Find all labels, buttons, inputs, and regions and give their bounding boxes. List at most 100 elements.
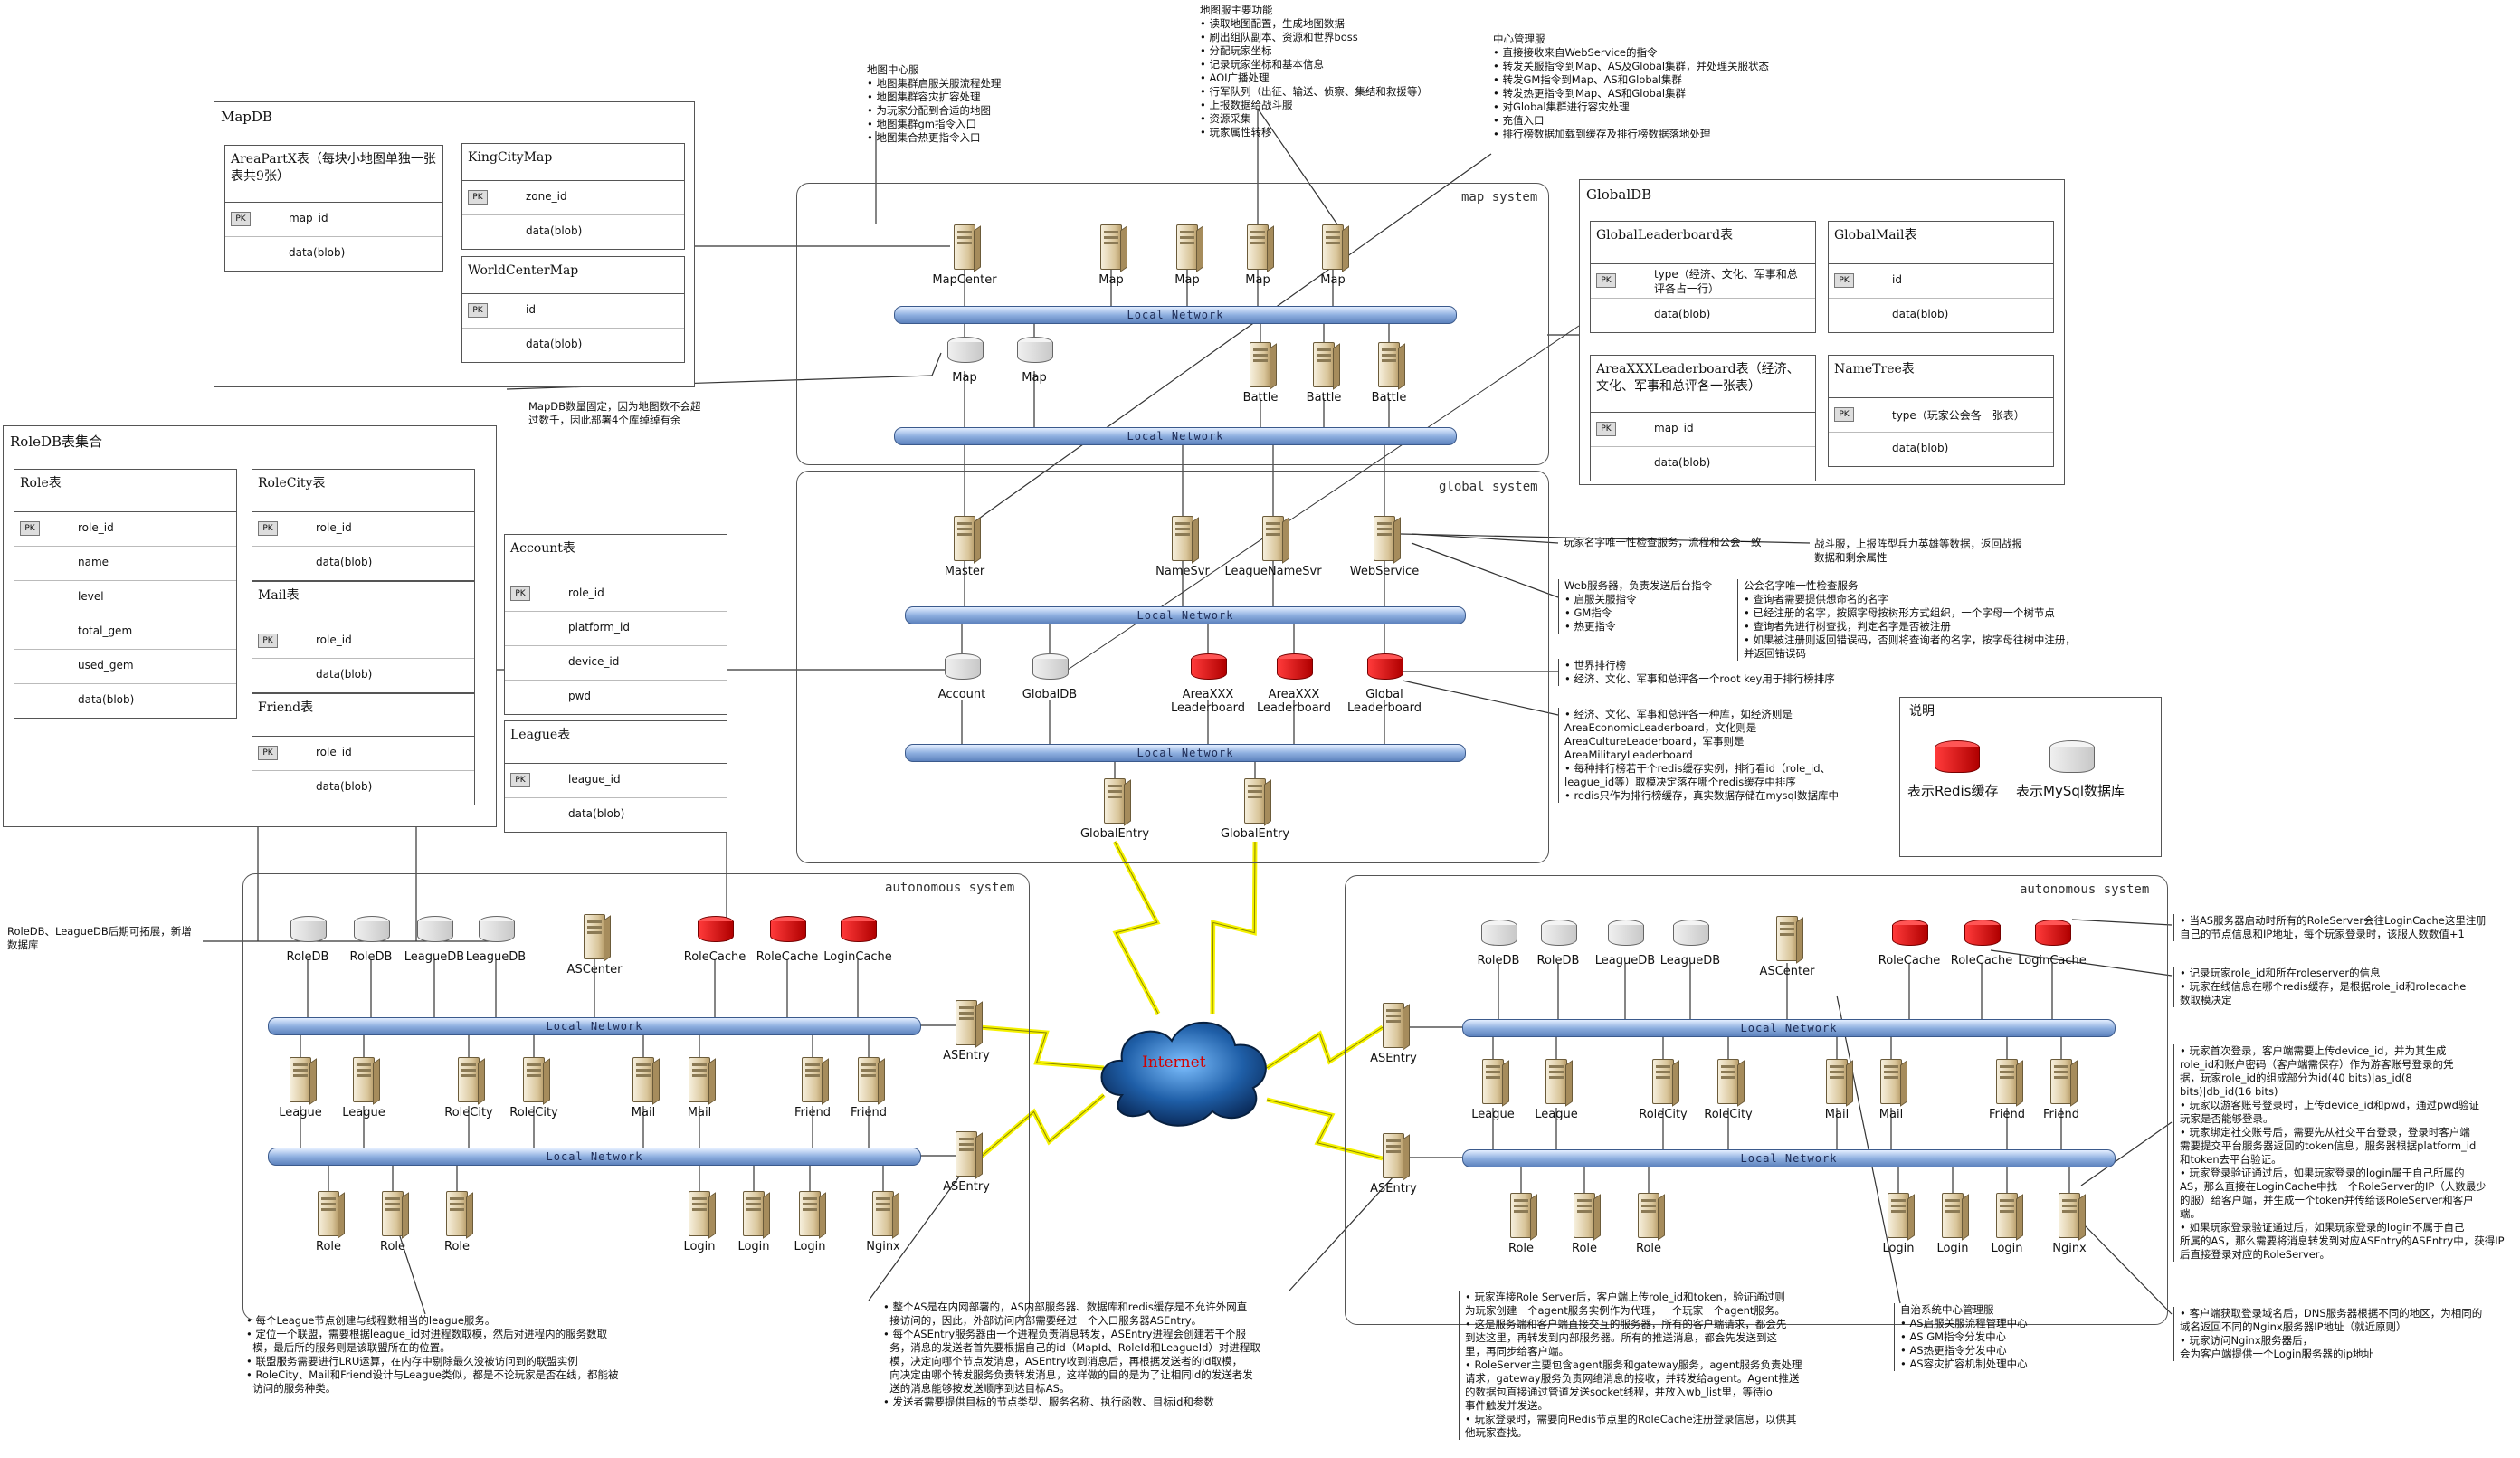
- internet-label: Internet: [1142, 1053, 1206, 1072]
- leaguenamesvr-server-icon: [1262, 516, 1284, 561]
- friend-table-name: Friend表: [252, 694, 474, 737]
- areapartx-table-name: AreaPartX表（每块小地图单独一张表共9张）: [225, 146, 442, 203]
- cache-left-label: LoginCache: [823, 950, 892, 964]
- primary-key-icon: PK: [1596, 422, 1616, 436]
- note-leaguename: 公会名字唯一性检查服务 • 查询者需要提供想命名的名字 • 已经注册的名字，按照…: [1737, 579, 2076, 661]
- globalmail-field-name: data(blob): [1892, 308, 1949, 320]
- bottom-left-server-icon: [318, 1191, 339, 1236]
- connector-line: [931, 352, 942, 376]
- connector-line: [1990, 949, 2173, 977]
- db-body: [2035, 925, 2071, 946]
- asentry-right-top-server-icon: [1383, 1003, 1404, 1048]
- note-mapdb: MapDB数量固定，因为地图数不会超 过数千，因此部署4个库绰绰有余: [528, 400, 701, 426]
- globalleaderboard-field-name: data(blob): [1654, 308, 1711, 320]
- account-field-name: pwd: [568, 690, 592, 702]
- ascenter-left-server-icon: [584, 914, 605, 959]
- worldcentermap-field-name: data(blob): [526, 338, 583, 350]
- bottom-left-server-icon: [799, 1191, 821, 1236]
- asentry-right-top-label: ASEntry: [1370, 1052, 1417, 1065]
- mid-left-server-icon: [858, 1057, 880, 1102]
- globalentry-label: GlobalEntry: [1220, 827, 1290, 841]
- legend-redis-label: 表示Redis缓存: [1907, 783, 1999, 799]
- worldcentermap-table-name: WorldCenterMap: [462, 257, 684, 294]
- db-body: [1367, 659, 1403, 680]
- bottom-left-label: Role: [379, 1240, 406, 1253]
- primary-key-icon: PK: [258, 521, 278, 536]
- kingcitymap-field-name: zone_id: [526, 190, 567, 203]
- legend-redis-icon: [1935, 740, 1980, 775]
- note-namesvr: 玩家名字唯一性检查服务，流程和公会一致: [1564, 536, 1762, 548]
- primary-key-icon: PK: [1834, 407, 1854, 422]
- primary-key-icon: PK: [231, 212, 251, 226]
- league-field-row: data(blob): [505, 798, 727, 832]
- note-leaderboard1: • 世界排行榜 • 经济、文化、军事和总评各一个root key用于排行榜排序: [1558, 659, 1835, 686]
- role-field-name: used_gem: [78, 659, 134, 672]
- cache-left-db-icon: [770, 916, 806, 943]
- leaguenamesvr-label: LeagueNameSvr: [1224, 565, 1322, 578]
- mid-left-server-icon: [632, 1057, 654, 1102]
- local-network-bar: Local Network: [894, 427, 1457, 445]
- role-field-name: role_id: [78, 521, 114, 534]
- note-mapcenter: 地图中心服 • 地图集群启服关服流程处理 • 地图集群容灾扩容处理 • 为玩家分…: [867, 63, 1002, 144]
- globalmail-field-row: data(blob): [1829, 299, 2053, 332]
- db-body: [354, 921, 390, 942]
- friend-field-name: role_id: [316, 746, 352, 758]
- role-field-row: total_gem: [14, 615, 236, 650]
- mid-right-server-icon: [1880, 1059, 1902, 1104]
- map-system-region: [796, 183, 1549, 465]
- webservice-label: WebService: [1349, 565, 1420, 578]
- connector-line: [1257, 108, 1338, 225]
- map-db-label: Map: [1022, 371, 1047, 385]
- league-field-name: league_id: [568, 773, 621, 786]
- global-system-region: [796, 471, 1549, 863]
- note-logincache: • 当AS服务器启动时所有的RoleServer会往LoginCache这里注册…: [2173, 914, 2487, 941]
- mapcenter-server-icon: [954, 224, 975, 270]
- primary-key-icon: PK: [1596, 273, 1616, 288]
- map-db-label: Map: [952, 371, 977, 385]
- globaldb-title: GlobalDB: [1586, 186, 1652, 203]
- bottom-right-server-icon: [1996, 1193, 2018, 1238]
- connector-line: [1402, 680, 1559, 716]
- globaldb-label: GlobalDB: [1022, 688, 1078, 701]
- auto-db-left-db-icon: [290, 916, 327, 943]
- mid-left-label: Mail: [631, 1106, 656, 1120]
- leaderboard-label: AreaXXX Leaderboard: [1170, 688, 1246, 715]
- map-db-db-icon: [1017, 337, 1053, 364]
- globalleaderboard-field-row: data(blob): [1591, 299, 1815, 332]
- primary-key-icon: PK: [510, 586, 530, 601]
- role-field-row: data(blob): [14, 684, 236, 718]
- autonomous-system-left-title: autonomous system: [885, 881, 1015, 895]
- globalleaderboard-field-name: type（经济、文化、军事和总评各占一行）: [1654, 268, 1798, 295]
- bottom-left-label: Role: [315, 1240, 342, 1253]
- auto-db-right-label: RoleDB: [1477, 954, 1520, 967]
- nametree-table-name: NameTree表: [1829, 356, 2053, 398]
- role-field-row: name: [14, 547, 236, 581]
- bottom-left-label: Login: [683, 1240, 716, 1253]
- local-network-label: Local Network: [1740, 1022, 1838, 1034]
- db-body: [1964, 925, 2001, 946]
- local-network-bar: Local Network: [905, 606, 1466, 624]
- kingcitymap-field-name: data(blob): [526, 224, 583, 237]
- db-body: [945, 659, 981, 680]
- map-label: Map: [1245, 273, 1270, 287]
- mid-left-server-icon: [523, 1057, 545, 1102]
- internet-link-bolt: [1114, 841, 1159, 1015]
- local-network-label: Local Network: [546, 1150, 643, 1163]
- roledb-title: RoleDB表集合: [10, 434, 103, 450]
- cache-right-label: LoginCache: [2018, 954, 2087, 967]
- mid-right-server-icon: [1717, 1059, 1739, 1104]
- mid-right-label: Mail: [1824, 1108, 1850, 1121]
- globalleaderboard-table-name: GlobalLeaderboard表: [1591, 222, 1815, 264]
- bottom-right-label: Role: [1635, 1242, 1662, 1255]
- mid-right-server-icon: [1545, 1059, 1567, 1104]
- db-body: [1541, 925, 1577, 946]
- areapartx-field-name: map_id: [289, 212, 328, 224]
- db-body: [290, 921, 327, 942]
- mid-right-label: Friend: [1989, 1108, 2025, 1121]
- mid-right-server-icon: [1826, 1059, 1848, 1104]
